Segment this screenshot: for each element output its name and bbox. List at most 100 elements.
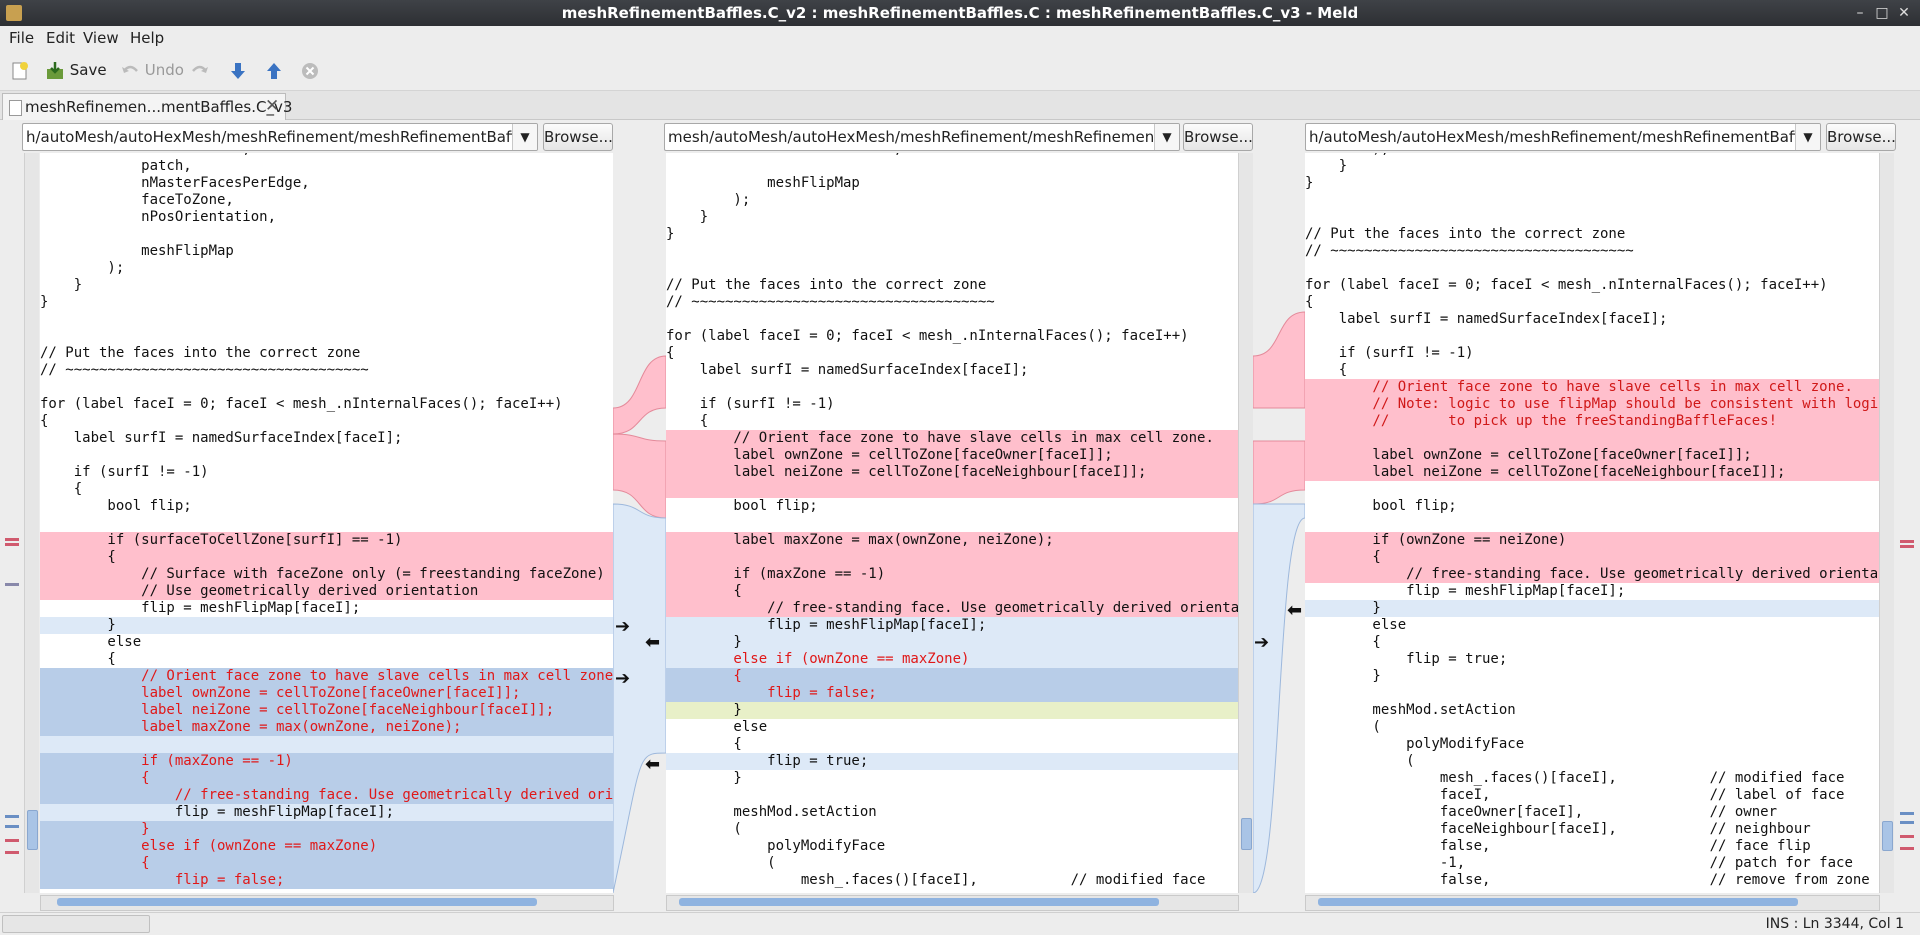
code-line[interactable]: [1305, 430, 1879, 447]
code-line[interactable]: flip = meshFlipMap[faceI];: [1305, 583, 1626, 599]
code-line[interactable]: else: [666, 719, 768, 735]
scroll-thumb[interactable]: [1318, 898, 1798, 906]
new-comparison-button[interactable]: [10, 58, 30, 82]
code-line[interactable]: // Orient face zone to have slave cells …: [1305, 379, 1879, 396]
code-line[interactable]: bool flip;: [666, 498, 818, 514]
code-line[interactable]: }: [1305, 175, 1314, 191]
code-line[interactable]: (: [1305, 753, 1415, 769]
code-line[interactable]: {: [1305, 294, 1314, 310]
right-horizontal-scrollbar[interactable]: [1305, 895, 1880, 911]
undo-button[interactable]: Undo: [120, 58, 184, 82]
code-line[interactable]: {: [1305, 634, 1381, 650]
scroll-thumb[interactable]: [57, 898, 537, 906]
code-line[interactable]: }: [666, 770, 742, 786]
chevron-down-icon[interactable]: ▼: [512, 124, 537, 150]
code-line[interactable]: {: [40, 651, 116, 667]
code-line[interactable]: label maxZone = max(ownZone, neiZone);: [666, 532, 1238, 549]
code-line[interactable]: mesh_.faces()[faceI], // modified face: [666, 872, 1206, 888]
code-line[interactable]: [666, 549, 1238, 566]
code-line[interactable]: flip = false;: [40, 872, 613, 889]
code-line[interactable]: [40, 311, 613, 328]
menu-help[interactable]: Help: [130, 29, 165, 47]
code-line[interactable]: polyModifyFace: [666, 838, 886, 854]
code-line[interactable]: if (ownZone == neiZone): [1305, 532, 1879, 549]
code-line[interactable]: (: [1305, 719, 1381, 735]
code-line[interactable]: nPosOrientation,: [666, 153, 1238, 158]
menu-view[interactable]: View: [83, 29, 119, 47]
code-line[interactable]: if (surfaceToCellZone[surfI] == -1): [40, 532, 613, 549]
code-line[interactable]: }: [1305, 600, 1879, 617]
code-line[interactable]: meshFlipMap: [666, 175, 860, 191]
left-overview-gutter[interactable]: [0, 153, 24, 893]
code-line[interactable]: -1, // patch for face: [1305, 855, 1853, 871]
code-line[interactable]: label neiZone = cellToZone[faceNeighbour…: [40, 702, 613, 719]
right-vertical-scrollbar[interactable]: [1879, 153, 1894, 893]
code-line[interactable]: [666, 787, 1238, 804]
code-line[interactable]: }: [1305, 158, 1348, 174]
code-line[interactable]: [40, 736, 613, 753]
code-line[interactable]: if (surfI != -1): [40, 464, 209, 480]
code-line[interactable]: {: [1305, 362, 1348, 378]
code-line[interactable]: label ownZone = cellToZone[faceOwner[fac…: [666, 447, 1238, 464]
next-change-button[interactable]: [228, 58, 248, 82]
code-line[interactable]: {: [1305, 549, 1879, 566]
code-line[interactable]: nPosOrientation,: [40, 209, 277, 225]
middle-code-pane[interactable]: nPosOrientation, meshFlipMap ); }} // Pu…: [666, 153, 1238, 893]
code-line[interactable]: }: [666, 209, 709, 225]
code-line[interactable]: // Orient face zone to have slave cells …: [666, 430, 1238, 447]
code-line[interactable]: false, // remove from zone: [1305, 872, 1870, 888]
code-line[interactable]: // Put the faces into the correct zone: [1305, 226, 1626, 242]
middle-file-combo[interactable]: mesh/autoMesh/autoHexMesh/meshRefinement…: [664, 123, 1180, 151]
code-line[interactable]: {: [666, 736, 742, 752]
close-tab-icon[interactable]: ✕: [265, 96, 280, 116]
redo-button[interactable]: [190, 58, 210, 82]
code-line[interactable]: // Note: logic to use flipMap should be …: [1305, 396, 1879, 413]
push-left-to-middle-arrow[interactable]: ➔: [615, 616, 631, 637]
code-line[interactable]: // ~~~~~~~~~~~~~~~~~~~~~~~~~~~~~~~~~~~~: [666, 294, 995, 310]
chevron-down-icon[interactable]: ▼: [1795, 124, 1820, 150]
push-middle-to-right-arrow[interactable]: ➔: [1254, 632, 1270, 653]
code-line[interactable]: [1305, 209, 1879, 226]
code-line[interactable]: (: [666, 821, 742, 837]
code-line[interactable]: [666, 158, 1238, 175]
middle-browse-button[interactable]: Browse...: [1183, 123, 1253, 151]
code-line[interactable]: // Put the faces into the correct zone: [40, 345, 361, 361]
code-line[interactable]: {: [40, 770, 613, 787]
maximize-button[interactable]: □: [1875, 5, 1889, 21]
code-line[interactable]: flip = meshFlipMap[faceI];: [40, 600, 361, 616]
scroll-thumb[interactable]: [1882, 821, 1893, 851]
code-line[interactable]: // ~~~~~~~~~~~~~~~~~~~~~~~~~~~~~~~~~~~~: [1305, 243, 1634, 259]
code-line[interactable]: // Put the faces into the correct zone: [666, 277, 987, 293]
code-line[interactable]: [1305, 515, 1879, 532]
pull-right-to-middle-arrow[interactable]: ⬅: [1287, 600, 1303, 621]
code-line[interactable]: // Orient face zone to have slave cells …: [40, 668, 613, 685]
code-line[interactable]: // free-standing face. Use geometrically…: [666, 600, 1238, 617]
left-horizontal-scrollbar[interactable]: [40, 895, 614, 911]
code-line[interactable]: label ownZone = cellToZone[faceOwner[fac…: [1305, 447, 1879, 464]
code-line[interactable]: {: [666, 345, 675, 361]
code-line[interactable]: patch,: [40, 158, 192, 174]
code-line[interactable]: // free-standing face. Use geometrically…: [40, 787, 613, 804]
code-line[interactable]: for (label faceI = 0; faceI < mesh_.nInt…: [666, 328, 1189, 344]
code-line[interactable]: faceNeighbour[faceI], // neighbour: [1305, 821, 1811, 837]
code-line[interactable]: {: [40, 549, 613, 566]
code-line[interactable]: flip = true;: [666, 753, 1238, 770]
code-line[interactable]: label neiZone = cellToZone[faceNeighbour…: [1305, 464, 1879, 481]
code-line[interactable]: if (maxZone == -1): [666, 566, 1238, 583]
code-line[interactable]: [40, 328, 613, 345]
code-line[interactable]: );: [666, 192, 751, 208]
right-file-combo[interactable]: h/autoMesh/autoHexMesh/meshRefinement/me…: [1305, 123, 1821, 151]
code-line[interactable]: }: [40, 277, 83, 293]
push-left-to-middle-arrow[interactable]: ➔: [615, 668, 631, 689]
code-line[interactable]: // Surface with faceZone only (= freesta…: [40, 566, 613, 583]
code-line[interactable]: [1305, 481, 1879, 498]
code-line[interactable]: // ~~~~~~~~~~~~~~~~~~~~~~~~~~~~~~~~~~~~: [40, 362, 369, 378]
right-code-pane[interactable]: ); }} // Put the faces into the correct …: [1305, 153, 1879, 893]
code-line[interactable]: flip = true;: [1305, 651, 1508, 667]
code-line[interactable]: [666, 243, 1238, 260]
right-overview-gutter[interactable]: [1895, 153, 1920, 893]
code-line[interactable]: [666, 481, 1238, 498]
right-link-map[interactable]: [1253, 153, 1305, 893]
code-line[interactable]: meshMod.setAction: [666, 804, 877, 820]
stop-button[interactable]: [300, 58, 320, 82]
